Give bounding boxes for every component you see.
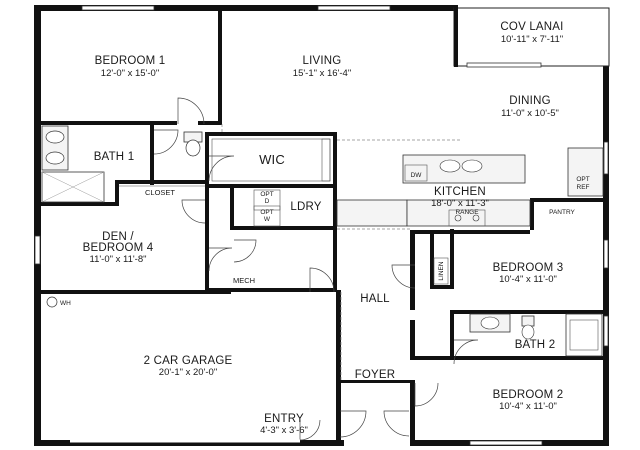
room-name: DINING bbox=[509, 95, 550, 107]
fixture-labels: CLOSET MECH WH DW RANGE PANTRY OPT REF O… bbox=[60, 172, 590, 307]
room-dims: 11'-0" x 10'-5" bbox=[501, 108, 559, 119]
room-name: FOYER bbox=[355, 369, 396, 381]
room-dims: 10'-4" x 11'-0" bbox=[499, 274, 557, 285]
room-label-den-bedroom-4: DEN / BEDROOM 4 11'-0" x 11'-8" bbox=[83, 231, 154, 265]
linen-shelf bbox=[433, 257, 449, 285]
opt-ref-label-line-2: REF bbox=[577, 184, 590, 191]
room-name: BEDROOM 3 bbox=[493, 262, 564, 274]
room-label-bath-2: BATH 2 bbox=[515, 339, 556, 351]
room-name-line-2: BEDROOM 4 bbox=[83, 242, 154, 254]
room-dims: 11'-0" x 11'-8" bbox=[89, 254, 146, 265]
room-label-entry: ENTRY 4'-3" x 3'-6" bbox=[260, 413, 308, 436]
mech-label: MECH bbox=[233, 276, 255, 285]
room-name: BEDROOM 2 bbox=[493, 389, 564, 401]
room-dims: 10'-4" x 11'-0" bbox=[499, 401, 557, 412]
room-name: KITCHEN bbox=[434, 186, 486, 198]
dw-label: DW bbox=[411, 172, 423, 179]
room-label-bedroom-1: BEDROOM 1 12'-0" x 15'-0" bbox=[95, 55, 166, 79]
room-label-hall: HALL bbox=[360, 293, 390, 305]
room-label-bedroom-2: BEDROOM 2 10'-4" x 11'-0" bbox=[493, 389, 564, 412]
opt-dryer-label-line-2: D bbox=[265, 198, 270, 205]
opt-dryer-label-line-1: OPT bbox=[260, 191, 273, 198]
opt-ref-label-line-1: OPT bbox=[576, 176, 589, 183]
closet-label: CLOSET bbox=[145, 188, 175, 197]
room-dims: 15'-1" x 16'-4" bbox=[293, 68, 351, 79]
bath-1-fixtures bbox=[41, 125, 203, 203]
room-dims: 12'-0" x 15'-0" bbox=[101, 68, 159, 79]
room-label-bedroom-3: BEDROOM 3 10'-4" x 11'-0" bbox=[493, 262, 564, 285]
room-dims: 20'-1" x 20'-0" bbox=[159, 367, 217, 378]
room-dims: 18'-0" x 11'-3" bbox=[431, 198, 489, 209]
wh-label: WH bbox=[60, 300, 71, 307]
room-name: COV LANAI bbox=[500, 21, 563, 33]
room-label-dining: DINING 11'-0" x 10'-5" bbox=[501, 95, 559, 119]
room-label-garage: 2 CAR GARAGE 20'-1" x 20'-0" bbox=[144, 355, 233, 378]
wic-shelves bbox=[211, 138, 331, 182]
room-label-cov-lanai: COV LANAI 10'-11" x 7'-11" bbox=[500, 21, 563, 45]
pantry-label: PANTRY bbox=[549, 209, 575, 216]
room-label-foyer: FOYER bbox=[355, 369, 396, 381]
windows bbox=[34, 5, 609, 446]
bath-2-fixtures bbox=[469, 313, 603, 357]
opt-washer-label-line-1: OPT bbox=[260, 209, 273, 216]
room-name: 2 CAR GARAGE bbox=[144, 355, 233, 367]
room-name: LDRY bbox=[290, 201, 321, 213]
room-label-bath-1: BATH 1 bbox=[94, 151, 135, 163]
door-swings bbox=[153, 97, 479, 441]
water-heater bbox=[46, 296, 58, 308]
room-name: LIVING bbox=[303, 55, 342, 67]
room-label-living: LIVING 15'-1" x 16'-4" bbox=[293, 55, 351, 79]
range-label: RANGE bbox=[455, 209, 479, 216]
room-label-kitchen: KITCHEN 18'-0" x 11'-3" bbox=[431, 186, 489, 209]
room-label-ldry: LDRY bbox=[290, 201, 321, 213]
interior-walls bbox=[41, 11, 604, 446]
kitchen-fixtures bbox=[336, 147, 604, 227]
room-name: ENTRY bbox=[264, 413, 304, 425]
room-name: BATH 2 bbox=[515, 339, 556, 351]
room-dims: 10'-11" x 7'-11" bbox=[501, 34, 563, 45]
room-name: BATH 1 bbox=[94, 151, 135, 163]
room-name: HALL bbox=[360, 293, 390, 305]
room-label-wic: WIC bbox=[259, 152, 285, 167]
ldry-appliances bbox=[253, 189, 281, 227]
room-name: BEDROOM 1 bbox=[95, 55, 166, 67]
room-name: DEN / bbox=[102, 231, 134, 243]
room-dims: 4'-3" x 3'-6" bbox=[260, 425, 308, 436]
linen-label: LINEN bbox=[438, 261, 445, 280]
room-name: WIC bbox=[259, 152, 285, 167]
opt-washer-label-line-2: W bbox=[264, 216, 271, 223]
dashed-openings bbox=[221, 124, 460, 380]
